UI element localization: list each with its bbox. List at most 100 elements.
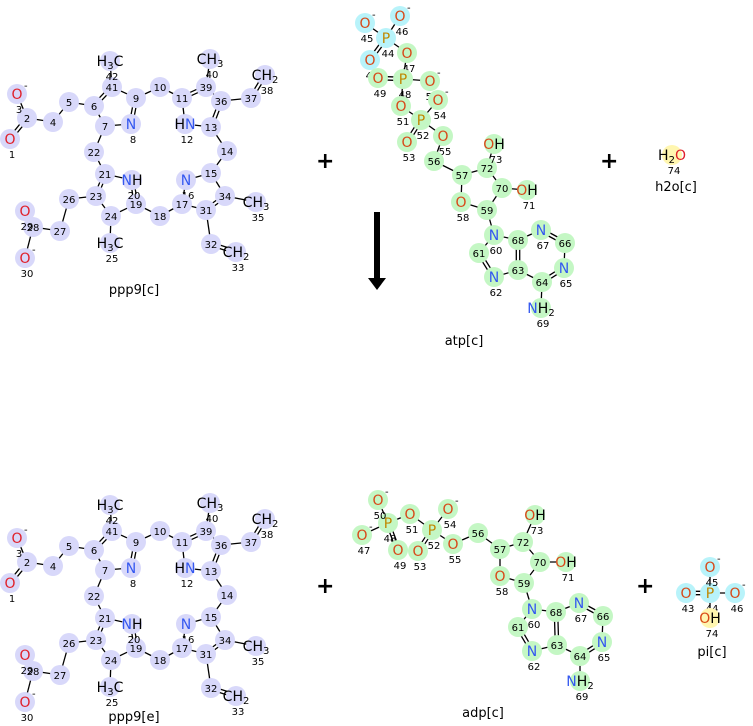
molecule-label: ppp9[c] bbox=[109, 283, 159, 298]
atom-highlight bbox=[490, 566, 510, 586]
atom-34: 34 bbox=[215, 630, 235, 650]
atom-number: 58 bbox=[457, 213, 470, 224]
atom-number: 61 bbox=[512, 623, 525, 634]
atom-highlight bbox=[122, 170, 142, 190]
atom-element: HN bbox=[174, 117, 195, 133]
atom-highlight bbox=[43, 112, 63, 132]
atom-highlight bbox=[241, 88, 261, 108]
atom-element: O bbox=[19, 695, 30, 711]
atom-highlight bbox=[469, 243, 489, 263]
atom-31: 31 bbox=[196, 644, 216, 664]
atom-highlight bbox=[201, 678, 221, 698]
atom-51: O51 bbox=[400, 504, 420, 536]
atom-46: O46- bbox=[725, 580, 746, 615]
atom-number: 62 bbox=[490, 288, 503, 299]
atom-9: 9 bbox=[126, 88, 146, 108]
atom-number: 56 bbox=[428, 157, 441, 168]
atom-highlight bbox=[50, 665, 70, 685]
molecule-label: ppp9[e] bbox=[108, 710, 159, 725]
atom-63: 63 bbox=[547, 635, 567, 655]
atom-number: 12 bbox=[181, 579, 194, 590]
atom-24: 24 bbox=[101, 206, 121, 226]
atom-element: O bbox=[394, 9, 405, 25]
atom-highlight bbox=[226, 242, 246, 262]
atom-highlight bbox=[15, 201, 35, 221]
atom-43: O43 bbox=[676, 583, 696, 615]
atom-highlight bbox=[95, 608, 115, 628]
atom-34: 34 bbox=[215, 186, 235, 206]
atom-highlight bbox=[101, 206, 121, 226]
atom-highlight bbox=[532, 272, 552, 292]
atom-element: N bbox=[536, 223, 546, 239]
atom-number: 4 bbox=[50, 562, 56, 573]
atom-number: 18 bbox=[154, 656, 167, 667]
atom-54: O54- bbox=[428, 87, 449, 122]
atom-59: 59 bbox=[514, 573, 534, 593]
atom-60: N60 bbox=[484, 225, 504, 257]
atom-35: CH3​35 bbox=[243, 192, 269, 224]
atom-element: CH3​ bbox=[197, 496, 224, 514]
atom-highlight bbox=[484, 134, 504, 154]
atom-highlight bbox=[400, 504, 420, 524]
atom-25: H3​C25 bbox=[97, 677, 124, 709]
atom-72: 72 bbox=[513, 532, 533, 552]
atom-3: O3- bbox=[7, 525, 28, 560]
atom-highlight bbox=[522, 599, 542, 619]
atom-53: O53 bbox=[408, 541, 428, 573]
atom-27: 27 bbox=[50, 665, 70, 685]
atom-element: N bbox=[489, 270, 499, 286]
atom-highlight bbox=[211, 535, 231, 555]
atom-57: 57 bbox=[452, 165, 472, 185]
atom-39: 39 bbox=[196, 521, 216, 541]
atom-number: 62 bbox=[528, 662, 541, 673]
atom-74: H2​O74 bbox=[658, 145, 686, 177]
atom-18: 18 bbox=[150, 206, 170, 226]
molecule-label: pi[c] bbox=[697, 645, 726, 660]
atom-19: 19 bbox=[126, 638, 146, 658]
atom-15: 15 bbox=[201, 607, 221, 627]
atom-highlight bbox=[200, 49, 220, 69]
atom-number: 41 bbox=[106, 527, 119, 538]
atom-7: 7 bbox=[95, 560, 115, 580]
atom-element: O bbox=[729, 586, 740, 602]
atom-highlight bbox=[121, 558, 141, 578]
atom-charge: - bbox=[24, 525, 28, 536]
atom-number: 47 bbox=[403, 64, 416, 75]
atom-number: 2 bbox=[24, 558, 30, 569]
atom-26: 26 bbox=[59, 633, 79, 653]
atom-5: 5 bbox=[59, 536, 79, 556]
atom-number: 44 bbox=[382, 49, 395, 60]
atom-number: 23 bbox=[90, 636, 103, 647]
atom-element: O bbox=[442, 502, 453, 518]
atom-highlight bbox=[391, 96, 411, 116]
atom-66: 66 bbox=[593, 606, 613, 626]
atom-element: P bbox=[706, 586, 714, 602]
atom-number: 11 bbox=[176, 94, 189, 105]
atom-highlight bbox=[484, 225, 504, 245]
atom-number: 52 bbox=[417, 131, 430, 142]
atom-element: P bbox=[384, 516, 392, 532]
atom-41: 41 bbox=[102, 77, 122, 97]
atom-charge: - bbox=[437, 68, 441, 79]
atom-21: 21 bbox=[95, 608, 115, 628]
atom-highlight bbox=[531, 220, 551, 240]
atom-1: O1 bbox=[0, 573, 20, 605]
atom-highlight bbox=[101, 650, 121, 670]
atom-56: 56 bbox=[468, 523, 488, 543]
atom-element: O bbox=[680, 586, 691, 602]
atom-element: NH bbox=[121, 617, 142, 633]
atom-number: 51 bbox=[406, 525, 419, 536]
atom-number: 18 bbox=[154, 212, 167, 223]
atom-highlight bbox=[175, 114, 195, 134]
atom-highlight bbox=[555, 233, 575, 253]
atom-element: HN bbox=[174, 561, 195, 577]
atom-58: O58 bbox=[451, 192, 471, 224]
atom-70: 70 bbox=[492, 178, 512, 198]
atom-64: 64 bbox=[532, 272, 552, 292]
atom-11: 11 bbox=[172, 88, 192, 108]
atom-number: 54 bbox=[434, 111, 447, 122]
atom-number: 8 bbox=[130, 579, 136, 590]
